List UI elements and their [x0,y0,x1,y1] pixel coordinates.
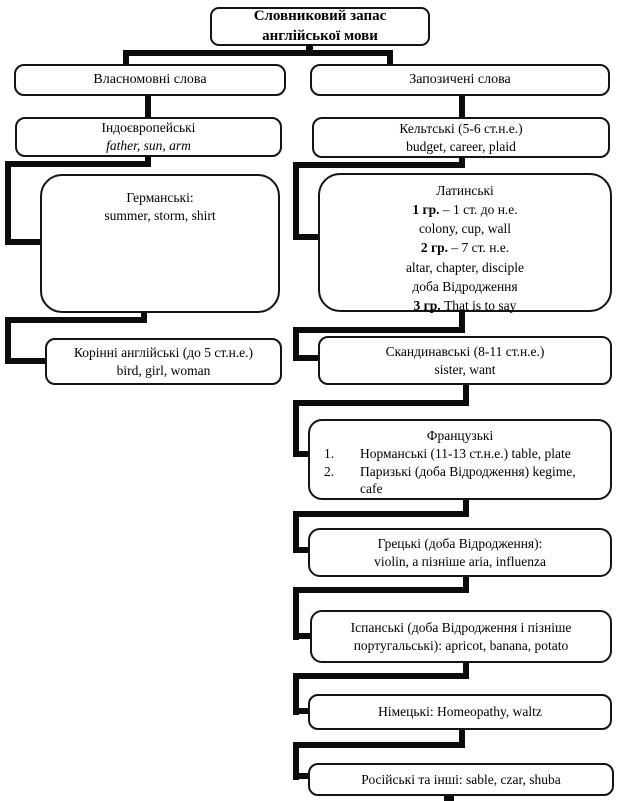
french-item-1-text: Норманські (11-13 ст.н.е.) table, plate [360,445,571,461]
node-celtic: Кельтські (5-6 ст.н.е.) budget, career, … [312,117,610,158]
connector-native-english-entry [5,358,47,364]
latin-group1: 1 гр. – 1 ст. до н.е. [412,200,517,219]
connector-scandinavian-stub [463,385,469,402]
germanic-title: Германські: [126,190,194,205]
connector-greek-hbar [293,587,469,593]
german-text: Німецькі: Homeopathy, waltz [378,704,542,720]
node-latin: Латинські 1 гр. – 1 ст. до н.е. colony, … [318,173,612,315]
french-item-1-number: 1. [324,445,335,461]
french-item-2-number: 2. [324,463,335,479]
indo-title: Індоєвропейські [101,120,196,136]
russian-text: Російські та інші: sable, czar, shuba [361,771,561,787]
connector-german-entry [293,708,308,714]
connector-german-stub [459,730,465,744]
french-item-1: 1. Норманські (11-13 ст.н.е.) table, pla… [310,445,610,463]
connector-indo-hbar [5,161,151,167]
latin-group2-note: доба Відродження [412,278,518,294]
french-item-2-text: Паризькі (доба Відродження) kegime, cafe [360,463,576,497]
node-russian-others: Російські та інші: sable, czar, shuba [308,763,614,796]
native-words-label: Власномовні слова [93,71,207,87]
native-english-examples: bird, girl, woman [116,362,211,378]
germanic-examples: summer, storm, shirt [104,207,216,223]
node-native-english: Корінні англійські (до 5 ст.н.е.) bird, … [45,338,282,385]
connector-spanish-vbar [293,673,299,715]
latin-group1-examples: colony, cup, wall [418,221,512,237]
connector-celtic-hbar [293,162,465,168]
connector-latin-vbar [293,327,299,361]
connector-greek-stub [463,577,469,589]
connector-spanish-stub [463,663,469,675]
latin-group1-label: 1 гр. [412,202,440,218]
connector-celtic-vbar [293,162,299,240]
connector-root-hbar [123,50,393,56]
latin-group2-examples: altar, chapter, disciple [405,259,525,275]
connector-latin-stub [459,310,465,328]
scandinavian-title: Скандинавські (8-11 ст.н.е.) [385,343,545,359]
connector-germanic-entry [5,239,42,245]
spanish-line2: португальські): apricot, banana, potato [353,637,569,653]
scandinavian-examples: sister, want [434,361,496,377]
node-native-words: Власномовні слова [14,64,286,96]
connector-russian-entry [293,773,308,779]
latin-group3: 3 гр. That is to say [414,296,517,315]
connector-scandinavian-hbar [293,400,469,406]
connector-french-hbar [293,511,469,517]
latin-title: Латинські [436,183,494,198]
connector-german-hbar [293,742,465,748]
connector-latin-entry [293,234,320,240]
root-title-line2: англійської мови [262,27,378,44]
connector-scandinavian-entry [293,355,320,361]
connector-germanic-vbar [5,317,11,364]
root-title-line1: Словниковий запас [253,8,387,24]
native-english-title: Корінні англійські (до 5 ст.н.е.) [73,344,254,360]
french-title: Французькі [426,428,494,443]
connector-french-stub [463,500,469,513]
connector-french-entry [293,451,310,457]
latin-group2: 2 гр. – 7 ст. н.е. [421,238,509,257]
indo-examples: father, sun, arm [106,138,191,153]
french-item-2: 2. Паризькі (доба Відродження) kegime, c… [310,463,610,499]
connector-native-indo [145,96,151,118]
spanish-line1: Іспанські (доба Відродження і пізніше [350,619,572,635]
node-indo-european: Індоєвропейські father, sun, arm [15,117,282,157]
borrowed-words-label: Запозичені слова [409,71,511,87]
latin-group3-rest: That is to say [440,297,517,313]
connector-indo-vbar [5,161,11,245]
latin-group3-label: 3 гр. [413,297,441,313]
node-greek: Грецькі (доба Відродження): violin, а пі… [308,528,612,577]
connector-bottom-cutoff-stub [444,796,454,801]
node-german: Німецькі: Homeopathy, waltz [308,694,612,730]
connector-german-vbar [293,742,299,780]
celtic-examples: budget, career, plaid [406,138,516,154]
connector-greek-vbar [293,587,299,640]
celtic-title: Кельтські (5-6 ст.н.е.) [399,120,523,136]
connector-root-stub [306,44,313,54]
connector-root-right-drop [387,50,393,65]
latin-group1-rest: – 1 ст. до н.е. [439,202,518,218]
connector-scandinavian-vbar [293,400,299,457]
connector-spanish-hbar [293,673,469,679]
connector-french-vbar [293,511,299,553]
node-root-vocabulary: Словниковий запас англійської мови [210,7,430,46]
connector-greek-entry [293,547,308,553]
greek-examples: violin, а пізніше aria, influenza [374,553,546,569]
node-scandinavian: Скандинавські (8-11 ст.н.е.) sister, wan… [318,336,612,385]
connector-root-left-drop [123,50,129,65]
node-spanish: Іспанські (доба Відродження і пізніше по… [310,610,612,663]
connector-germanic-hbar [5,317,147,323]
node-germanic: Германські: summer, storm, shirt [40,174,280,313]
latin-group2-label: 2 гр. [420,240,448,256]
node-borrowed-words: Запозичені слова [310,64,610,96]
latin-group2-rest: – 7 ст. н.е. [447,240,510,256]
connector-spanish-entry [293,633,312,639]
connector-borrowed-celtic [459,96,465,118]
greek-title: Грецькі (доба Відродження): [377,535,543,551]
connector-latin-hbar [293,327,465,333]
node-french: Французькі 1. Норманські (11-13 ст.н.е.)… [308,419,612,500]
